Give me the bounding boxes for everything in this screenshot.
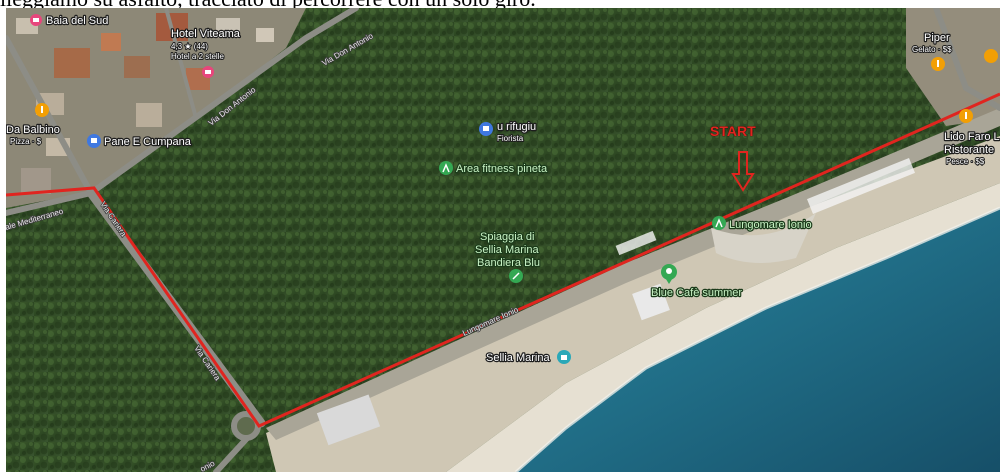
place-category: Pizza · $ [10, 137, 42, 146]
place-piper[interactable]: Piper Gelato · $$ [911, 31, 998, 71]
beach-umbrellas [615, 157, 915, 256]
surf-line [515, 206, 1000, 472]
place-name: Piper [924, 32, 950, 44]
place-rating: 4,3 ★ (44) [171, 42, 208, 51]
start-arrow-icon [731, 151, 755, 192]
place-name: Pane E Cumpana [104, 136, 192, 148]
place-category: Fiorista [497, 134, 524, 143]
place-name: Area fitness pineta [456, 163, 548, 175]
place-da-balbino[interactable]: Da Balbino Pizza · $ [6, 103, 61, 147]
place-category: Pesce · $$ [946, 157, 985, 166]
restaurant-pin-icon [984, 49, 998, 63]
place-name: Sellia Marina [486, 352, 550, 364]
place-lido-faro[interactable]: Lido Faro L Ristorante Pesce · $$ [943, 109, 1000, 167]
place-name: Baia del Sud [46, 15, 108, 27]
place-area-fitness-pineta[interactable]: Area fitness pineta [439, 161, 549, 176]
place-name-line2: Ristorante [944, 144, 994, 156]
place-u-rifugiu[interactable]: u rifugiu Fiorista [479, 120, 537, 144]
place-hotel-viteama[interactable]: Hotel Viteama 4,3 ★ (44) Hotel a 2 stell… [170, 27, 242, 78]
sea [516, 208, 1000, 472]
amphitheatre [711, 213, 816, 263]
place-name: Lungomare Ionio [729, 219, 812, 231]
beach-sand [266, 136, 1000, 472]
place-sellia-marina[interactable]: Sellia Marina [485, 350, 571, 365]
place-blue-cafe-summer[interactable]: Blue Cafè summer [650, 264, 744, 300]
place-spiaggia-sellia-marina[interactable]: Spiaggia di Sellia Marina Bandiera Blu [474, 230, 541, 283]
beach-sand-bright [446, 183, 1000, 472]
place-name: Blue Cafè summer [651, 287, 742, 299]
promenade-paving [266, 108, 1000, 440]
satellite-map[interactable]: START Via Don Antonio Via Don Antonio al… [6, 8, 1000, 472]
place-name-line3: Bandiera Blu [477, 257, 540, 269]
route-line [6, 92, 1000, 428]
place-name: Hotel Viteama [171, 28, 241, 40]
place-name: Da Balbino [6, 124, 60, 136]
place-lungomare-ionio[interactable]: Lungomare Ionio [712, 216, 813, 232]
start-label: START [710, 123, 756, 139]
page-caption-text: lleggiamo su asfalto, tracciato di perco… [0, 0, 1000, 10]
place-name-line1: Spiaggia di [480, 231, 534, 243]
place-baia-del-sud[interactable]: Baia del Sud [30, 14, 110, 28]
place-category: Hotel a 2 stelle [171, 52, 224, 61]
place-pane-e-cumpana[interactable]: Pane E Cumpana [87, 134, 193, 149]
beach-building [316, 394, 381, 446]
place-name-line1: Lido Faro L [944, 131, 1000, 143]
place-name-line2: Sellia Marina [475, 244, 539, 256]
place-category: Gelato · $$ [912, 45, 952, 54]
place-name: u rifugiu [497, 121, 536, 133]
beach-kiosk [632, 283, 670, 321]
